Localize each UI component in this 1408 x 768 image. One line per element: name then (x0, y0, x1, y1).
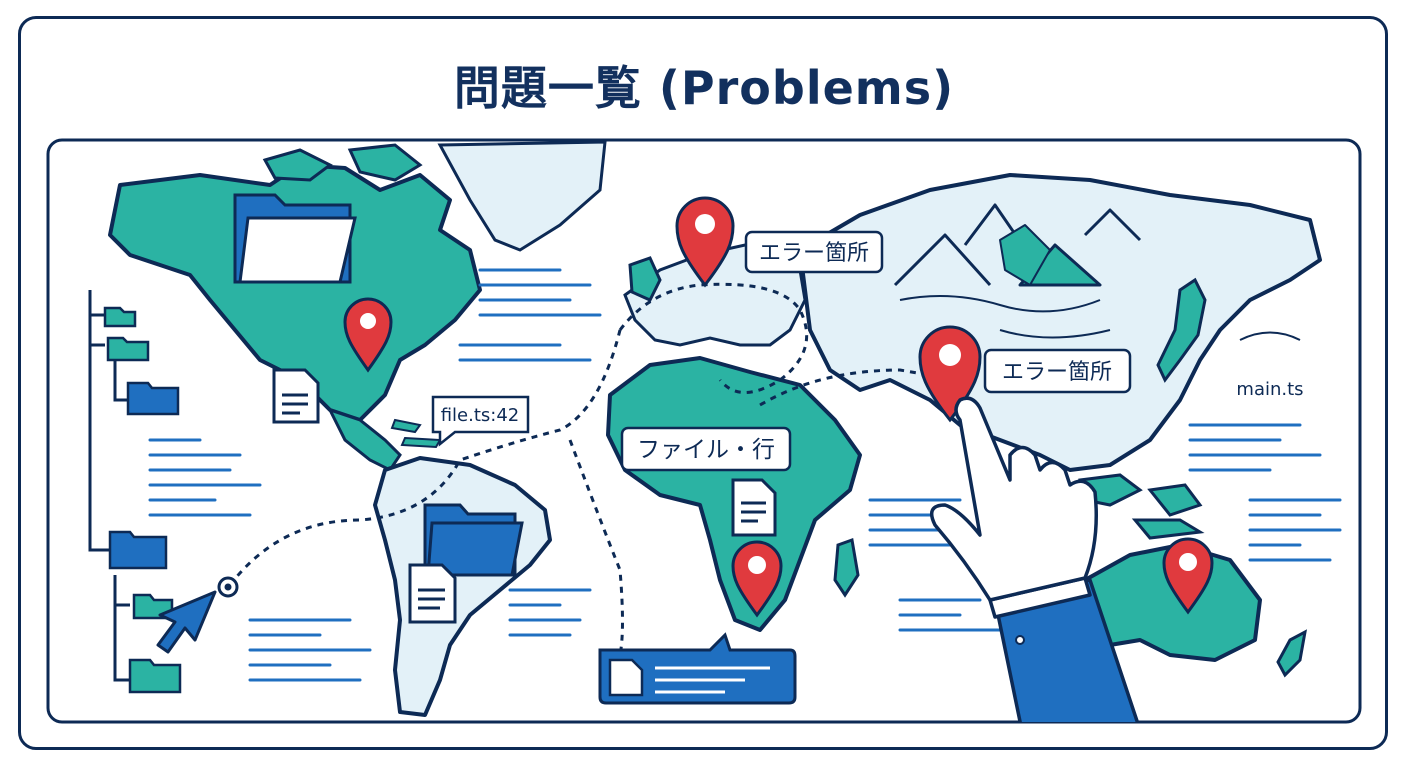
error-location-label-2 (983, 348, 1132, 394)
new-zealand (1276, 629, 1308, 678)
mountain-icon (893, 203, 1142, 287)
file-icon (272, 368, 777, 624)
north-america (108, 163, 482, 422)
folder-icon (233, 193, 357, 284)
file-line-label (620, 426, 792, 472)
map-pin-icon (1162, 537, 1214, 615)
map-pin-icon (343, 297, 393, 373)
error-location-text-1: エラー箇所 (759, 241, 869, 266)
japan (1156, 277, 1207, 383)
file-ref-bubble (431, 395, 530, 447)
map-pin-icon (731, 540, 783, 618)
speech-bubble-icon (598, 632, 797, 705)
cursor-arrow-icon (156, 576, 239, 654)
main-file-label: main.ts (1236, 379, 1303, 400)
error-location-text-2: エラー箇所 (1002, 360, 1112, 385)
folder-tree (88, 290, 130, 682)
uk (628, 256, 662, 302)
page-title: 問題一覧 (Problems) (453, 61, 955, 115)
code-lines (148, 268, 1342, 682)
central-america (327, 407, 402, 472)
file-ref-text: file.ts:42 (441, 405, 520, 426)
greenland (437, 140, 607, 252)
error-location-label-1 (744, 230, 884, 274)
folder-icon (103, 306, 182, 694)
pointing-hand-icon (929, 396, 1152, 722)
madagascar (833, 537, 860, 598)
map-pin-icon (675, 196, 735, 288)
route-line (228, 329, 622, 586)
arctic-islands (262, 143, 423, 182)
file-line-text: ファイル・行 (637, 437, 775, 463)
